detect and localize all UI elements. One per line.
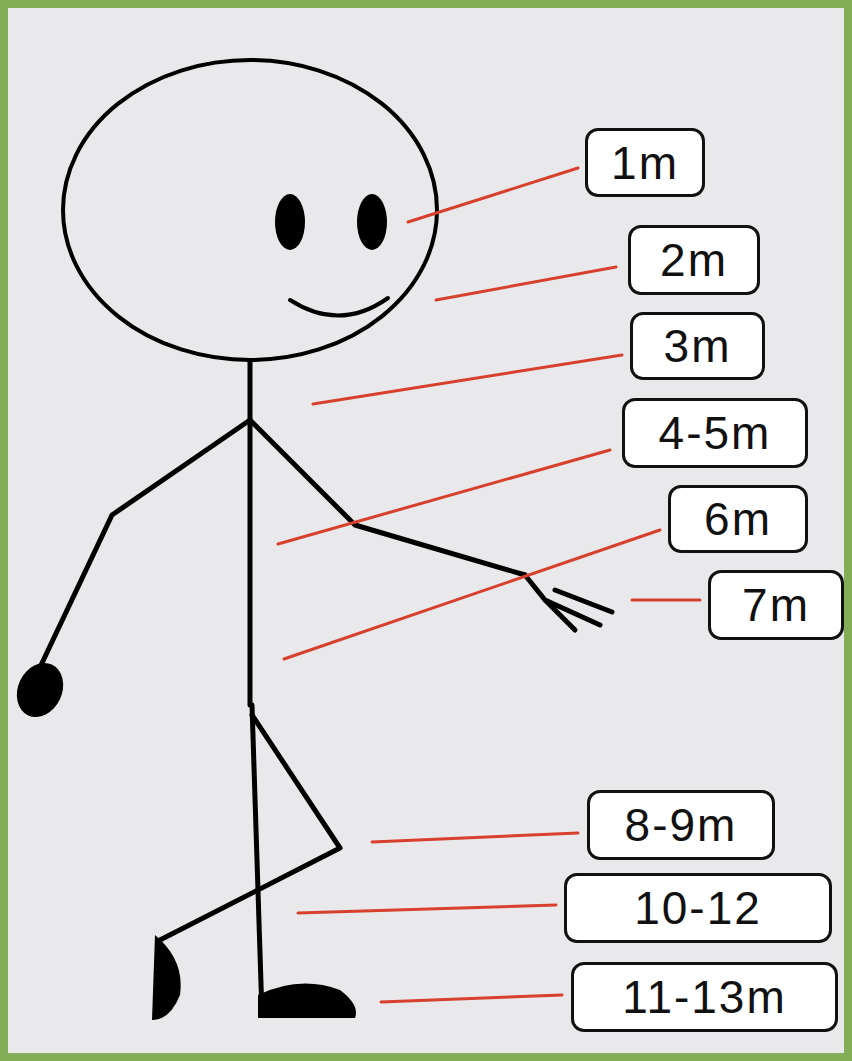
standing-leg <box>252 705 262 1015</box>
leader-line <box>284 530 660 659</box>
leader-line <box>381 995 562 1002</box>
callout-number: 1m <box>611 140 679 186</box>
callout-number: 3m <box>664 323 732 369</box>
foot <box>258 984 356 1018</box>
foot <box>152 935 181 1020</box>
callout-number: 4-5m <box>659 410 772 456</box>
bent-leg <box>160 715 340 1008</box>
callout-number: 7m <box>742 582 810 628</box>
callout-number: 8-9m <box>625 802 738 848</box>
right-arm <box>250 420 525 575</box>
leader-line <box>372 833 578 842</box>
leader-line <box>298 905 556 913</box>
callout-box: 8-9m <box>587 790 775 860</box>
callout-number: 11-13m <box>622 974 787 1020</box>
hand <box>8 655 72 724</box>
callout-number: 10-12 <box>634 885 762 931</box>
torso <box>248 362 253 705</box>
callout-box: 2m <box>628 225 760 295</box>
claw-hand <box>525 575 612 630</box>
eye <box>275 194 305 250</box>
callout-box: 7m <box>708 570 844 640</box>
callout-number: 6m <box>704 496 772 542</box>
callout-box: 4-5m <box>622 398 808 468</box>
left-arm <box>34 420 250 680</box>
leader-line <box>436 267 616 300</box>
callout-number: 2m <box>660 237 728 283</box>
leader-line <box>632 599 700 602</box>
callout-box: 3m <box>630 312 765 380</box>
callout-box: 11-13m <box>571 962 838 1032</box>
head-outline <box>63 60 437 360</box>
callout-box: 10-12 <box>564 873 832 943</box>
leader-line <box>278 450 610 544</box>
smile <box>290 298 388 316</box>
callout-box: 1m <box>585 128 705 197</box>
callout-box: 6m <box>668 485 808 553</box>
leader-line <box>408 168 578 222</box>
eye <box>357 194 387 250</box>
leader-line <box>313 355 622 404</box>
